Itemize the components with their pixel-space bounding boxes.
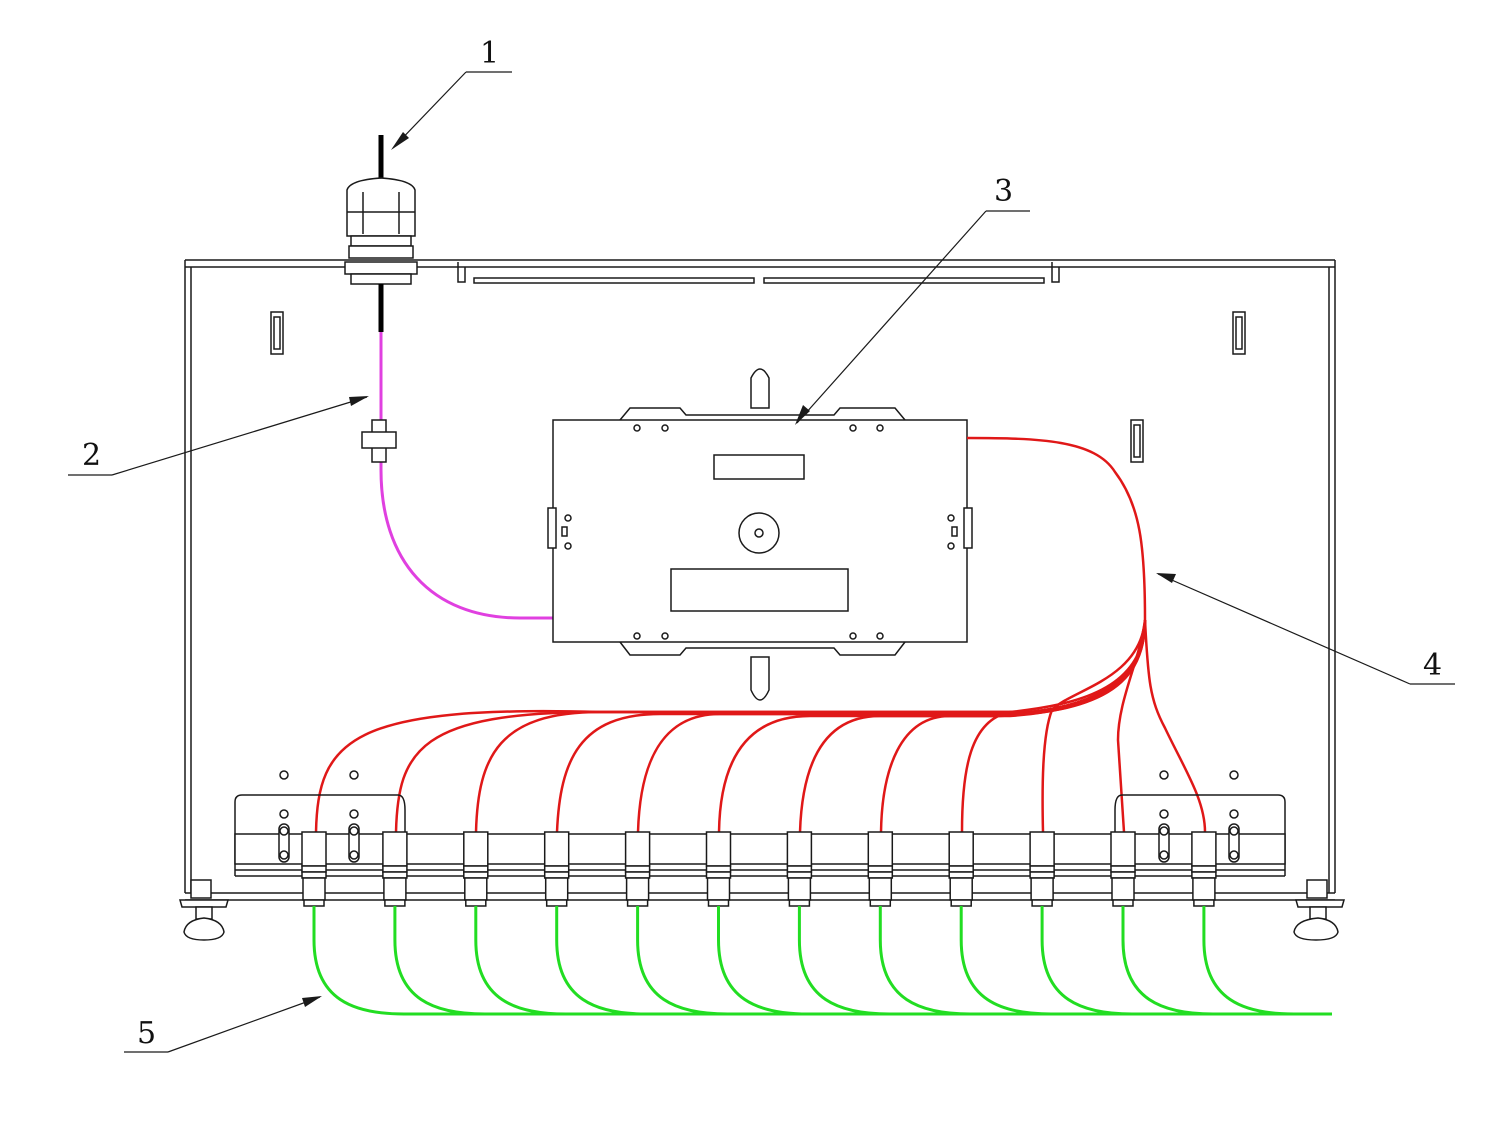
output-fibers: [312, 906, 1332, 1016]
output-fiber: [1121, 906, 1332, 1016]
fiber-adapter: [463, 831, 489, 907]
output-fiber: [797, 906, 1332, 1016]
fiber-adapter: [948, 831, 974, 907]
arrowhead-4: [1156, 573, 1176, 583]
cable-gland: [344, 135, 418, 332]
fiber-adapter: [624, 831, 651, 907]
fiber-adapter: [1191, 831, 1217, 907]
output-fiber: [717, 906, 1332, 1016]
leader-2: [111, 396, 368, 476]
label-3: 3: [994, 174, 1013, 209]
label-1: 1: [480, 36, 499, 71]
fiber-adapter: [705, 831, 732, 907]
output-fiber: [393, 906, 1332, 1016]
leader-5: [167, 996, 321, 1053]
leaders: [68, 71, 1455, 1053]
output-fiber: [474, 906, 1332, 1016]
leader-3: [796, 210, 987, 424]
fiber-adapter: [382, 831, 408, 907]
fiber-adapter: [543, 831, 570, 907]
output-fiber: [878, 906, 1332, 1016]
output-fiber: [312, 906, 1332, 1016]
arrowhead-5: [302, 996, 322, 1007]
adapter-panel: [234, 770, 1286, 877]
fiber-adapter: [867, 831, 894, 907]
arrowhead-3: [795, 405, 810, 425]
output-fiber: [1040, 906, 1332, 1016]
mounting-feet: [179, 879, 1345, 941]
pigtail-fiber: [361, 332, 553, 620]
arrowheads: [302, 132, 1176, 1007]
fiber-adapter: [1029, 831, 1055, 907]
fiber-adapter: [786, 831, 813, 907]
output-fiber: [1202, 906, 1332, 1016]
label-2: 2: [82, 438, 101, 473]
label-5: 5: [137, 1016, 156, 1051]
splitter-box: [547, 368, 973, 701]
output-fiber: [555, 906, 1332, 1016]
distribution-fibers: [314, 436, 1207, 833]
arrowhead-2: [349, 396, 369, 406]
output-fiber: [959, 906, 1332, 1016]
adapter-row: [301, 831, 1217, 907]
leader-4: [1157, 573, 1411, 685]
arrowhead-1: [391, 132, 409, 150]
fiber-adapter: [301, 831, 327, 907]
label-4: 4: [1423, 648, 1442, 683]
output-fiber: [636, 906, 1332, 1016]
fiber-adapter: [1110, 831, 1136, 907]
